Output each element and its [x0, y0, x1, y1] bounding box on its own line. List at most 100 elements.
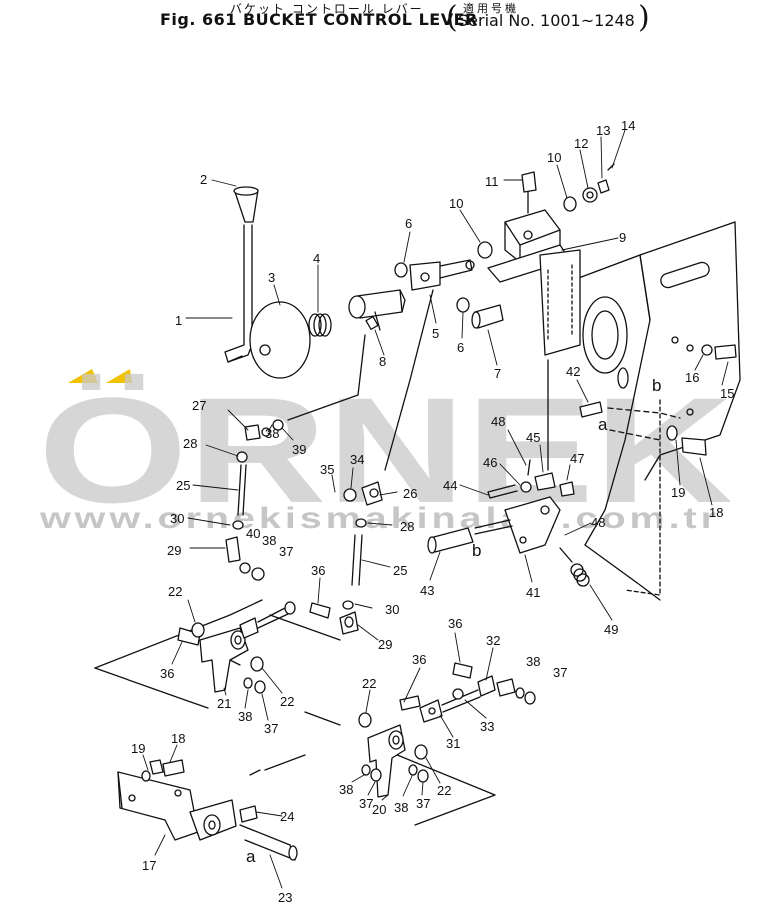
fittings-upper: [477, 163, 615, 259]
callout-11: 11: [485, 174, 499, 189]
callout-38-f: 38: [526, 654, 540, 669]
lower-bellcrank-right: [358, 712, 406, 798]
paren-close: ): [638, 0, 650, 35]
callout-22-d: 22: [437, 783, 451, 798]
callout-17: 17: [142, 858, 156, 873]
title-japanese: バケット コントロール レバー: [230, 2, 424, 16]
floor-linkage-outline: [94, 599, 496, 826]
callout-23: 23: [278, 890, 292, 905]
callout-33: 33: [480, 719, 494, 734]
dust-cover-hole: [259, 344, 271, 356]
callout-30-left: 30: [170, 511, 184, 526]
callout-leaders: [142, 129, 729, 889]
callout-38-d: 38: [339, 782, 353, 797]
callout-39: 39: [292, 442, 306, 457]
callout-37-e: 37: [553, 665, 567, 680]
upper-link-rod: [225, 419, 284, 563]
callout-38-b: 38: [262, 533, 276, 548]
callout-25-lower: 25: [393, 563, 407, 578]
callout-18-left: 18: [171, 731, 185, 746]
callout-18-right: 18: [709, 505, 723, 520]
lower-bellcrank-left: [199, 627, 249, 693]
callout-6-upper: 6: [405, 216, 412, 231]
reference-line-vertical: [624, 399, 661, 596]
callout-29-left: 29: [167, 543, 181, 558]
callout-43: 43: [420, 583, 434, 598]
nut-37-middle: [370, 768, 382, 782]
callout-12: 12: [574, 136, 588, 151]
callout-7: 7: [494, 366, 501, 381]
callout-48-upper: 48: [491, 414, 505, 429]
callout-45: 45: [526, 430, 540, 445]
callout-15: 15: [720, 386, 734, 401]
callout-6-lower: 6: [457, 340, 464, 355]
nut-group-upper-left: [239, 562, 265, 581]
callout-3: 3: [268, 270, 275, 285]
callout-47: 47: [570, 451, 584, 466]
callout-35: 35: [320, 462, 334, 477]
callout-32: 32: [486, 633, 500, 648]
callout-49: 49: [604, 622, 618, 637]
callout-36-left: 36: [160, 666, 174, 681]
return-spring: [559, 547, 590, 587]
bolt-washer-lower-right: [666, 425, 707, 456]
watermark: ÖRNEK www.ornekismakinalari.com.tr: [38, 366, 733, 535]
nut-38-left: [243, 677, 253, 689]
callout-19-left: 19: [131, 741, 145, 756]
callout-37-d: 37: [416, 796, 430, 811]
bushing-22-left: [191, 622, 205, 638]
callout-20: 20: [372, 802, 386, 817]
callout-37-c: 37: [359, 796, 373, 811]
bushing-22-right: [414, 744, 428, 760]
nut-37-left: [254, 680, 266, 694]
bolt-36-middle: [309, 602, 331, 619]
middle-ball-joint: [343, 481, 383, 506]
pivot-shaft: [348, 259, 475, 331]
callout-16: 16: [685, 370, 699, 385]
nut-37-right: [417, 769, 429, 783]
callout-41: 41: [526, 585, 540, 600]
callout-38-c: 38: [238, 709, 252, 724]
serial-japanese: 適用号機: [463, 2, 519, 15]
watermark-logo-accent-right: [106, 369, 132, 383]
callout-36-right: 36: [412, 652, 426, 667]
callout-30-right: 30: [385, 602, 399, 617]
callout-38-e: 38: [394, 800, 408, 815]
callout-22-a: 22: [168, 584, 182, 599]
callout-19-right: 19: [671, 485, 685, 500]
reference-line-b: [607, 407, 681, 419]
figure-title: Fig. 661 BUCKET CONTROL LEVER: [160, 10, 478, 29]
callout-8: 8: [379, 354, 386, 369]
callout-1: 1: [175, 313, 182, 328]
reference-line-a: [609, 429, 661, 441]
callout-34: 34: [350, 452, 364, 467]
nut-38-right: [408, 764, 418, 776]
bushing-lower: [456, 297, 470, 313]
leader-link: [384, 289, 434, 471]
callout-22-c: 22: [362, 676, 376, 691]
callout-28-right: 28: [400, 519, 414, 534]
label-b-right: b: [652, 376, 661, 395]
callout-42: 42: [566, 364, 580, 379]
mounting-bracket: [559, 221, 741, 601]
callout-37-b: 37: [264, 721, 278, 736]
floor-bracket: [117, 759, 199, 841]
callout-4: 4: [313, 251, 320, 266]
lock-rod: [487, 359, 575, 499]
ball-joint-right: [399, 662, 536, 723]
callout-29-right: 29: [378, 637, 392, 652]
callout-44: 44: [443, 478, 457, 493]
pin-end: [471, 311, 481, 329]
floor-lever: [189, 799, 298, 861]
callout-38-a: 38: [265, 426, 279, 441]
callout-10-right: 10: [547, 150, 561, 165]
label-a-right: a: [598, 415, 608, 434]
callout-46: 46: [483, 455, 497, 470]
callout-40: 40: [246, 526, 260, 541]
callout-24: 24: [280, 809, 294, 824]
callout-36-far: 36: [448, 616, 462, 631]
watermark-brand: ÖRNEK: [38, 366, 733, 534]
callout-numbers: 1 2 3 4 5 6 6 7 8 9 10 10 11 12 13 14 15…: [131, 118, 734, 905]
lever-bracket: [487, 171, 581, 356]
callout-25-upper: 25: [176, 478, 190, 493]
